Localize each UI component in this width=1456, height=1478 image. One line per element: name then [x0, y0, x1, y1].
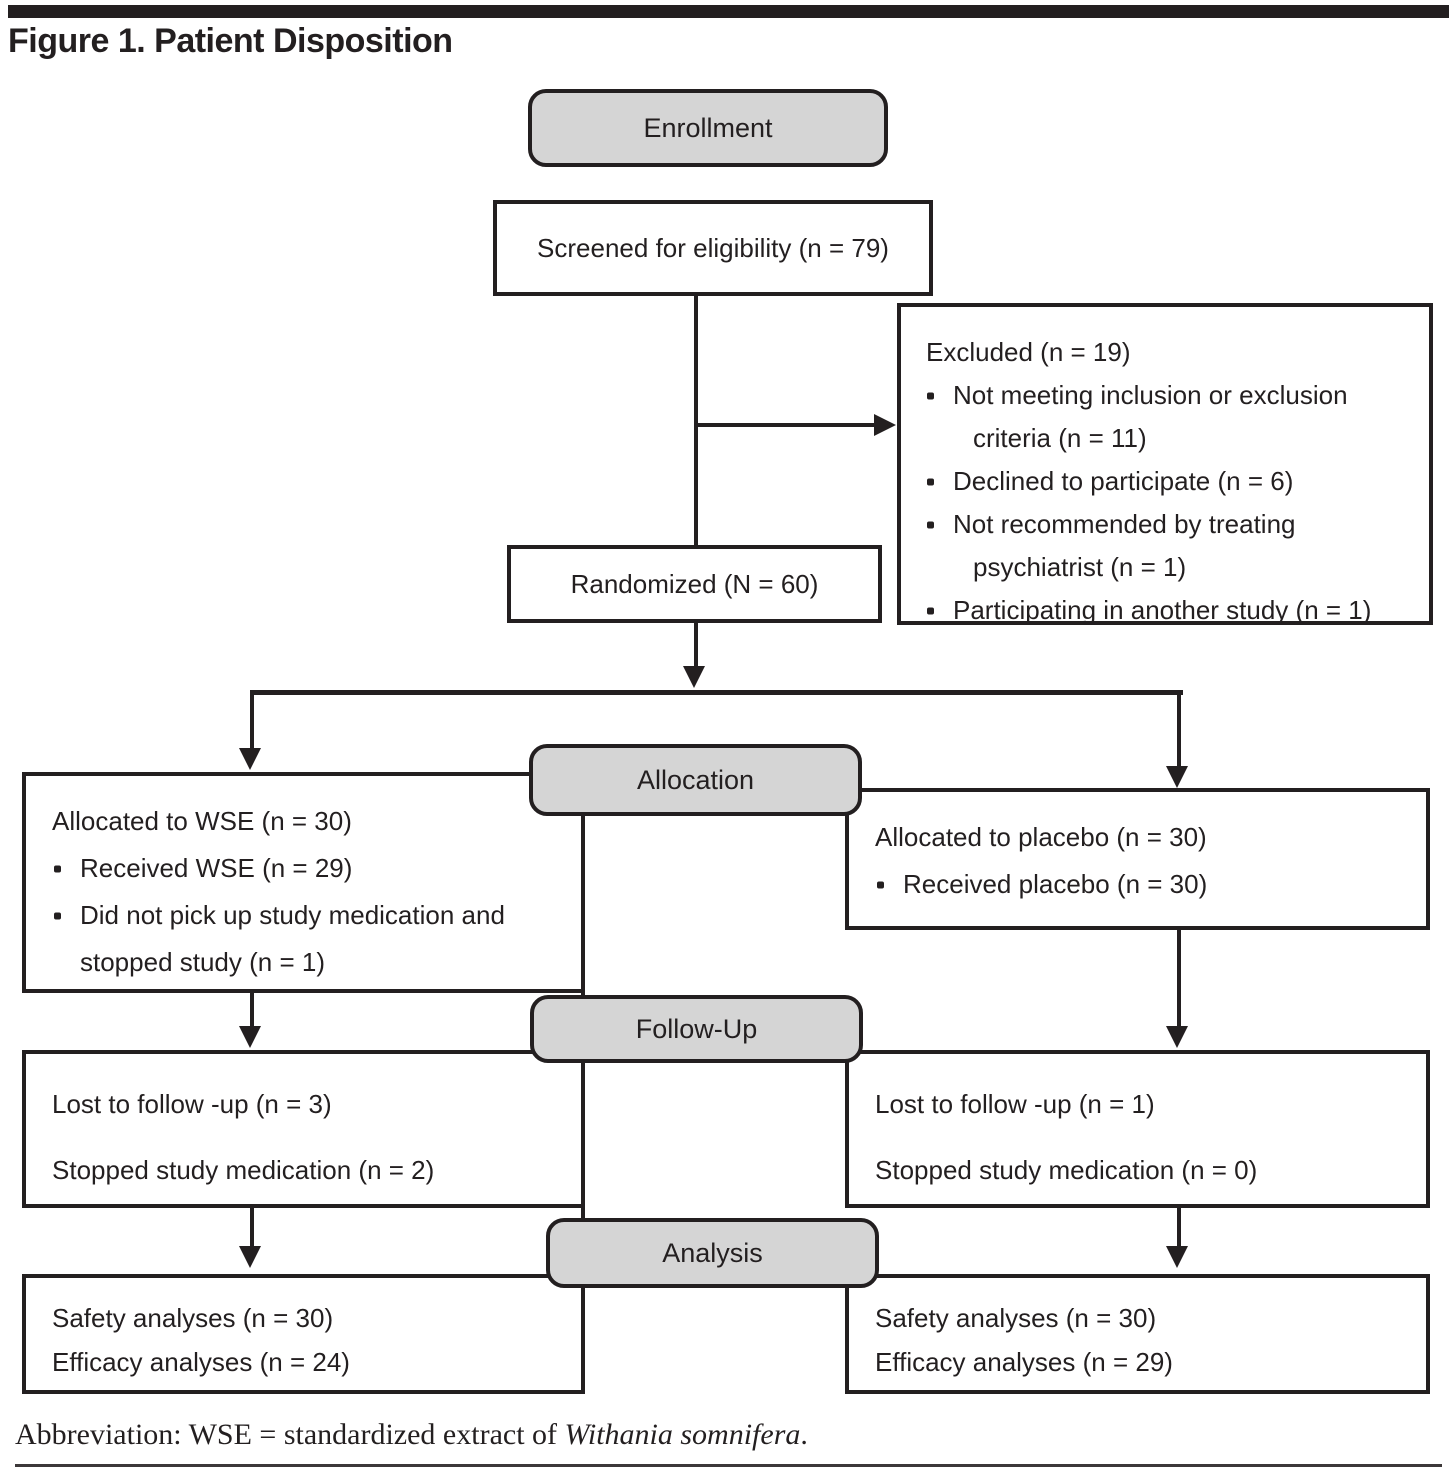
allocated-wse-bullet-wrap: stopped study (n = 1) — [80, 947, 325, 977]
bullet-dot-icon — [927, 478, 934, 485]
arrowhead-analysis-right-icon — [1166, 1246, 1188, 1268]
top-rule — [8, 5, 1449, 18]
caption-suffix: . — [800, 1418, 808, 1451]
allocated-wse-box: Allocated to WSE (n = 30) Received WSE (… — [22, 772, 585, 993]
connector-followup-to-analysis-left — [250, 1208, 254, 1248]
excluded-bullet-wrap: criteria (n = 11) — [973, 423, 1147, 453]
excluded-bullet: Not recommended by treating — [901, 503, 1429, 546]
excluded-bullet: Participating in another study (n = 1) — [901, 589, 1429, 632]
screened-text: Screened for eligibility (n = 79) — [537, 232, 889, 263]
bullet-dot-icon — [927, 607, 934, 614]
followup-placebo-stopped: Stopped study medication (n = 0) — [875, 1155, 1258, 1185]
excluded-bullet: Not meeting inclusion or exclusion — [901, 374, 1429, 417]
bullet-dot-icon — [54, 865, 61, 872]
followup-wse-lost: Lost to follow -up (n = 3) — [52, 1089, 332, 1119]
stage-label-analysis: Analysis — [662, 1237, 763, 1268]
screened-box: Screened for eligibility (n = 79) — [493, 200, 933, 296]
excluded-bullet-wrap: psychiatrist (n = 1) — [973, 552, 1187, 582]
stage-pill-analysis: Analysis — [546, 1218, 879, 1288]
connector-screened-to-randomized — [694, 296, 698, 547]
allocated-wse-title: Allocated to WSE (n = 30) — [52, 806, 352, 836]
stage-pill-follow-up: Follow-Up — [530, 995, 863, 1063]
arrowhead-placebo-icon — [1166, 766, 1188, 788]
followup-wse-box: Lost to follow -up (n = 3) Stopped study… — [22, 1050, 585, 1208]
stage-label-allocation: Allocation — [636, 764, 755, 795]
followup-placebo-box: Lost to follow -up (n = 1) Stopped study… — [845, 1050, 1430, 1208]
stage-pill-enrollment: Enrollment — [528, 89, 888, 167]
arrowhead-analysis-left-icon — [239, 1246, 261, 1268]
bullet-dot-icon — [927, 521, 934, 528]
excluded-box: Excluded (n = 19) Not meeting inclusion … — [897, 303, 1433, 625]
followup-wse-stopped: Stopped study medication (n = 2) — [52, 1155, 435, 1185]
analysis-wse-box: Safety analyses (n = 30) Efficacy analys… — [22, 1274, 585, 1394]
analysis-placebo-box: Safety analyses (n = 30) Efficacy analys… — [845, 1274, 1430, 1394]
abbreviation-caption: Abbreviation: WSE = standardized extract… — [15, 1418, 808, 1452]
followup-placebo-lost: Lost to follow -up (n = 1) — [875, 1089, 1155, 1119]
arrowhead-followup-right-icon — [1166, 1026, 1188, 1048]
split-line — [250, 690, 1183, 695]
caption-prefix: Abbreviation: WSE = standardized extract… — [15, 1418, 565, 1451]
connector-placebo-to-followup — [1177, 930, 1181, 1028]
connector-followup-to-analysis-right — [1177, 1208, 1181, 1248]
arrowhead-excluded-icon — [874, 414, 896, 436]
bottom-rule — [15, 1464, 1442, 1467]
stage-label-enrollment: Enrollment — [643, 112, 773, 143]
analysis-placebo-safety: Safety analyses (n = 30) — [875, 1303, 1157, 1333]
connector-randomized-to-split — [694, 623, 698, 670]
excluded-title: Excluded (n = 19) — [926, 337, 1131, 367]
allocated-placebo-bullet: Received placebo (n = 30) — [849, 861, 1426, 908]
caption-species: Withania somnifera — [564, 1418, 801, 1451]
allocated-placebo-box: Allocated to placebo (n = 30) Received p… — [845, 788, 1430, 930]
analysis-placebo-efficacy: Efficacy analyses (n = 29) — [875, 1347, 1173, 1377]
arrowhead-followup-left-icon — [239, 1026, 261, 1048]
stage-label-follow-up: Follow-Up — [635, 1013, 758, 1044]
allocated-placebo-title: Allocated to placebo (n = 30) — [875, 822, 1207, 852]
connector-split-to-wse — [250, 695, 254, 750]
randomized-text: Randomized (N = 60) — [570, 568, 819, 599]
bullet-dot-icon — [877, 881, 884, 888]
arrowhead-split-icon — [683, 666, 705, 688]
analysis-wse-efficacy: Efficacy analyses (n = 24) — [52, 1347, 350, 1377]
connector-to-excluded — [696, 423, 876, 427]
bullet-dot-icon — [54, 912, 61, 919]
randomized-box: Randomized (N = 60) — [507, 545, 882, 623]
connector-wse-to-followup — [250, 993, 254, 1028]
bullet-dot-icon — [927, 392, 934, 399]
figure-title: Figure 1. Patient Disposition — [8, 22, 453, 60]
connector-split-to-placebo — [1177, 695, 1181, 768]
allocated-wse-bullet: Did not pick up study medication and — [26, 892, 581, 939]
excluded-bullet: Declined to participate (n = 6) — [901, 460, 1429, 503]
stage-pill-allocation: Allocation — [529, 744, 862, 816]
analysis-wse-safety: Safety analyses (n = 30) — [52, 1303, 334, 1333]
allocated-wse-bullet: Received WSE (n = 29) — [26, 845, 581, 892]
arrowhead-wse-icon — [239, 748, 261, 770]
